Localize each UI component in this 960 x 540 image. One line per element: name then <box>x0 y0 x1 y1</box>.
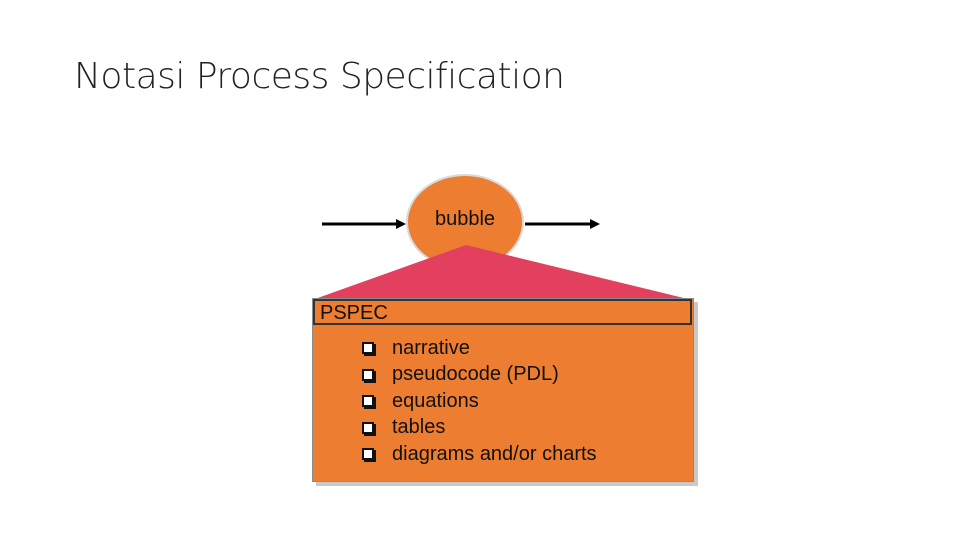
list-item: tables <box>360 415 597 442</box>
pspec-header-bar <box>313 299 692 325</box>
list-item: pseudocode (PDL) <box>360 362 597 389</box>
expansion-triangle <box>312 245 692 300</box>
pspec-box <box>312 298 694 482</box>
list-item: narrative <box>360 335 597 362</box>
checkbox-bullet-icon <box>362 395 374 408</box>
bubble-label: bubble <box>434 208 496 230</box>
pspec-item-list: narrative pseudocode (PDL) equations tab… <box>360 335 597 468</box>
checkbox-bullet-icon <box>362 448 374 461</box>
list-item-label: pseudocode (PDL) <box>392 363 559 386</box>
checkbox-bullet-icon <box>362 342 374 355</box>
list-item-label: tables <box>392 416 446 439</box>
checkbox-bullet-icon <box>362 421 374 434</box>
slide-title: Notasi Process Specification <box>74 56 565 97</box>
list-item-label: equations <box>392 389 479 412</box>
list-item-label: narrative <box>392 336 470 359</box>
checkbox-bullet-icon <box>362 368 374 381</box>
list-item: equations <box>360 388 597 415</box>
list-item: diagrams and/or charts <box>360 441 597 468</box>
pspec-label: PSPEC <box>320 302 388 324</box>
list-item-label: diagrams and/or charts <box>392 442 597 465</box>
